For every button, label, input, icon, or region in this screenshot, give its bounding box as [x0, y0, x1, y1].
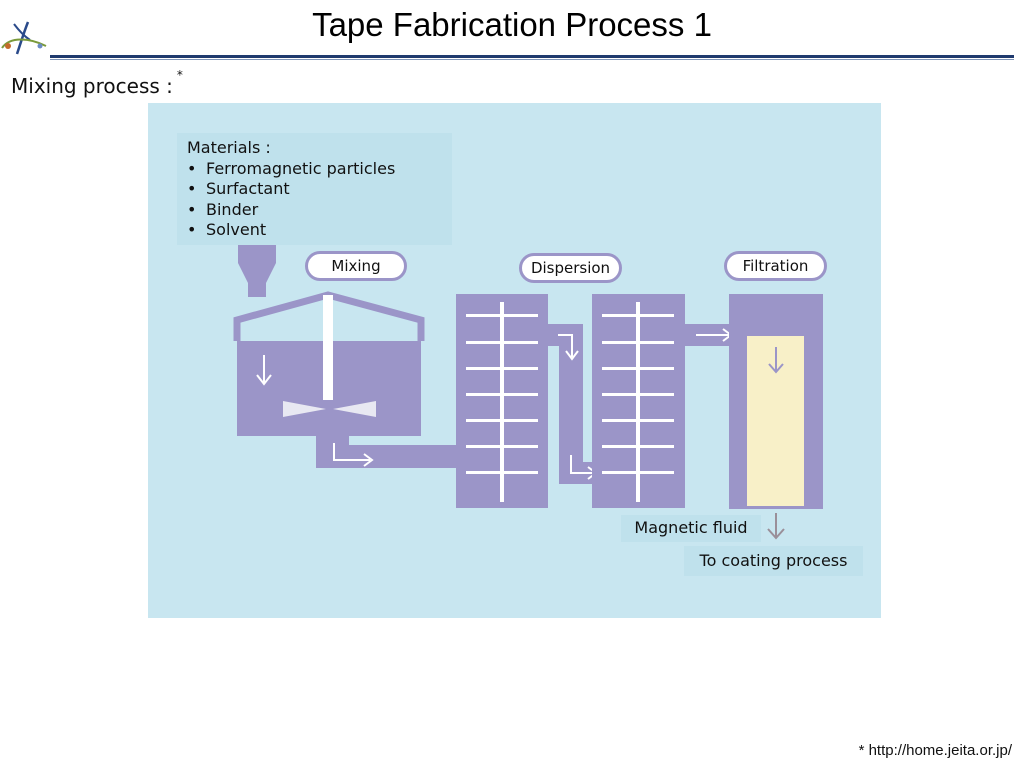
pipe-to-filter — [685, 324, 733, 346]
stage-label-filtration: Filtration — [724, 251, 827, 281]
section-heading-text: Mixing process : — [11, 74, 173, 98]
process-diagram — [148, 103, 881, 618]
disperser-1 — [456, 294, 548, 508]
output-label: Magnetic fluid — [621, 515, 761, 542]
title-rule-thin — [50, 59, 1014, 60]
materials-list: Materials : Ferromagnetic particles Surf… — [177, 133, 452, 245]
filter-unit — [729, 294, 823, 509]
footnote-marker: * — [176, 68, 183, 83]
next-step-label: To coating process — [684, 546, 863, 576]
pipe-disperser-link — [548, 324, 598, 484]
title-rule — [50, 55, 1014, 58]
disperser-2 — [592, 294, 685, 508]
material-item: Solvent — [187, 220, 452, 241]
mixing-tank — [233, 291, 425, 436]
feed-hopper — [238, 245, 276, 297]
material-item: Binder — [187, 200, 452, 221]
stage-label-mixing: Mixing — [305, 251, 407, 281]
pipe-mixer-outlet — [316, 436, 456, 468]
slide-title: Tape Fabrication Process 1 — [312, 6, 712, 43]
logo-icon — [1, 21, 47, 55]
materials-heading: Materials : — [187, 138, 271, 157]
material-item: Ferromagnetic particles — [187, 159, 452, 180]
output-arrow-icon — [767, 513, 785, 540]
section-heading: Mixing process :* — [11, 68, 183, 98]
source-footnote: * http://home.jeita.or.jp/ — [858, 742, 1012, 759]
material-item: Surfactant — [187, 179, 452, 200]
stage-label-dispersion: Dispersion — [519, 253, 622, 283]
